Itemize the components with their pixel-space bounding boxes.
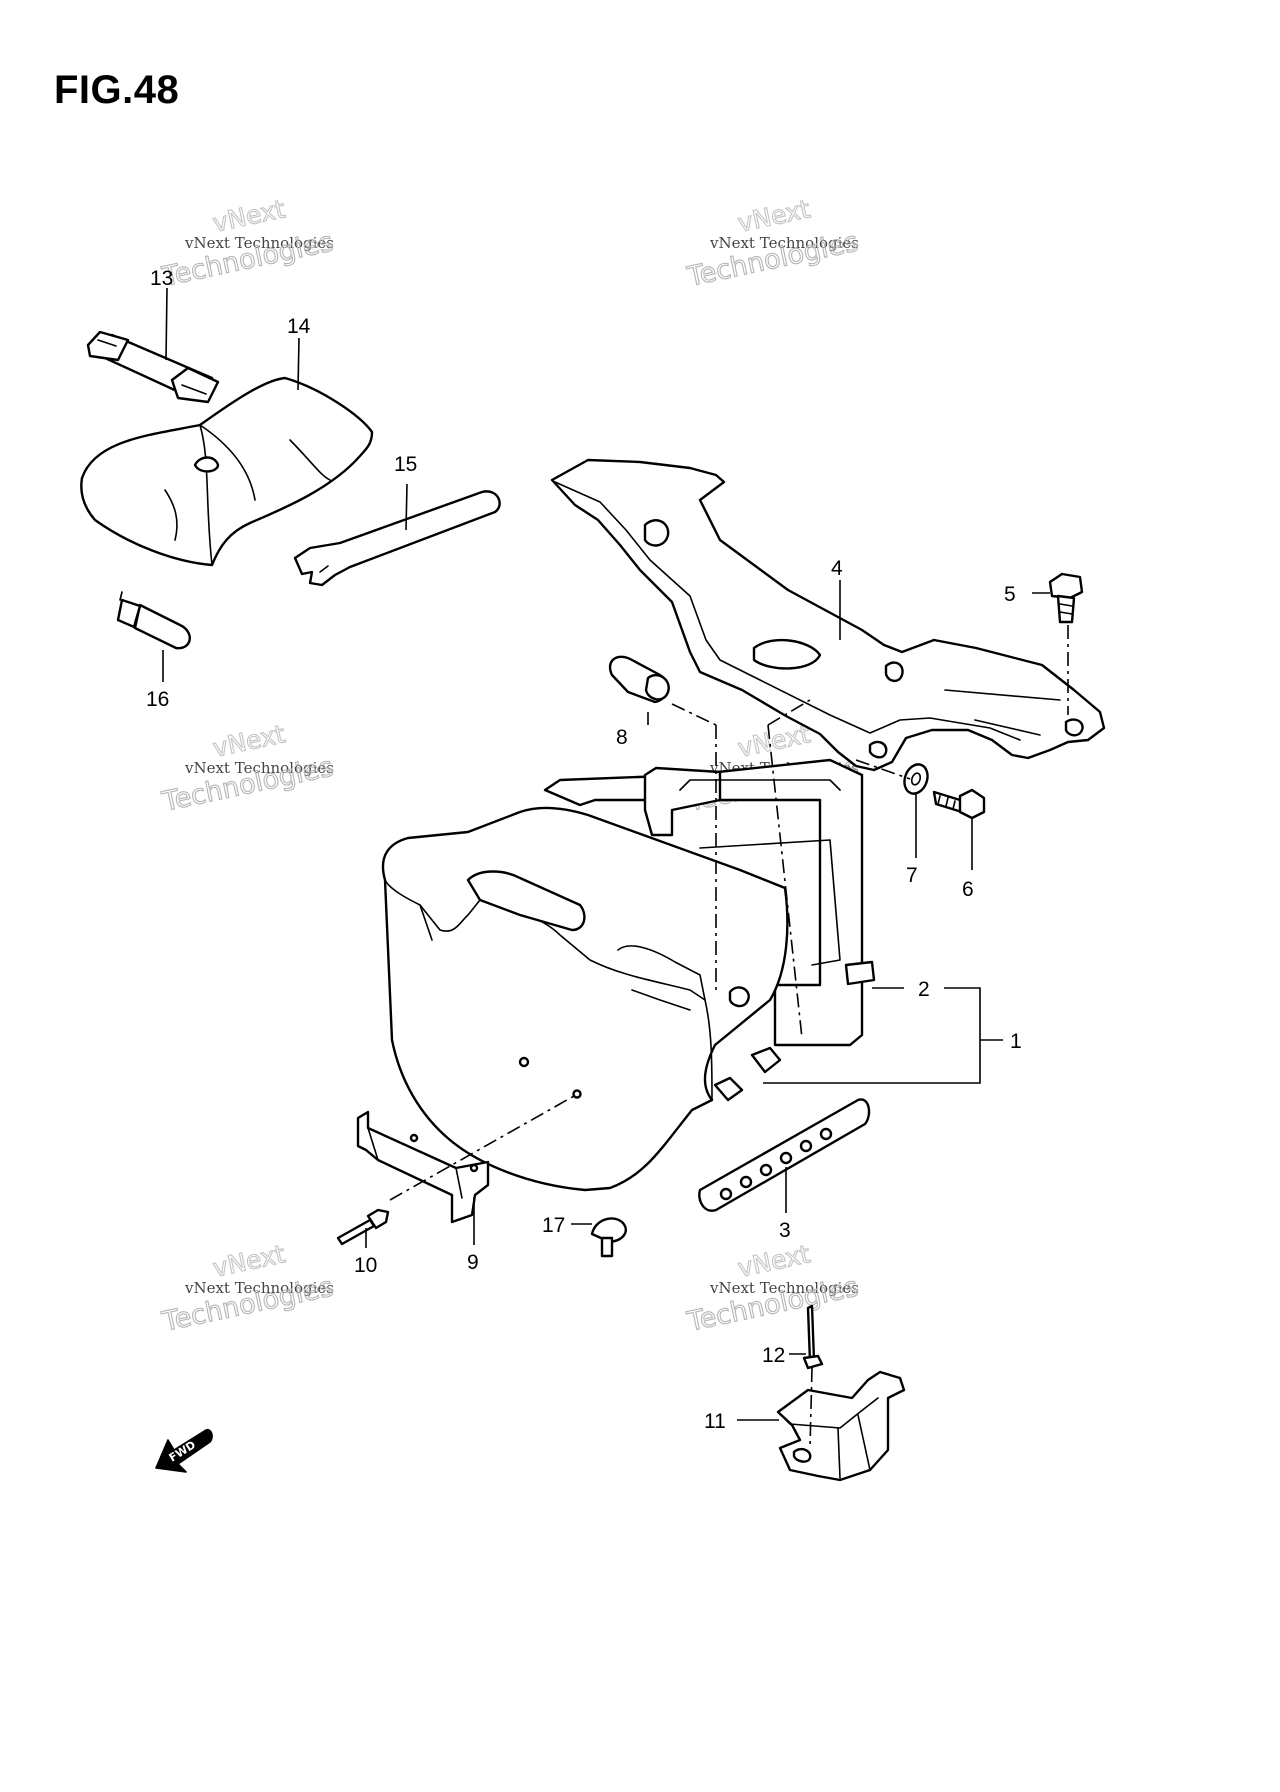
callouts: 13 14 15 16 4 5 8 7 6 2 1 3 9 10 17 12 1… — [146, 267, 1022, 1433]
watermark: vNext vNext Technologies Technologies — [158, 1239, 336, 1339]
svg-text:vNext: vNext — [210, 719, 288, 763]
callout-16: 16 — [146, 688, 169, 711]
callout-5: 5 — [1004, 583, 1016, 606]
part-8-collar — [609, 655, 670, 704]
svg-text:vNext: vNext — [210, 1239, 288, 1283]
callout-8: 8 — [616, 726, 628, 749]
callout-10: 10 — [354, 1254, 377, 1277]
part-12-rivet — [802, 1304, 824, 1370]
callout-7: 7 — [906, 864, 918, 887]
callout-4: 4 — [831, 557, 843, 580]
alignment-lines — [389, 625, 1069, 1449]
svg-text:vNext Technologies: vNext Technologies — [184, 1279, 334, 1297]
leader-lines — [162, 287, 1050, 1421]
svg-text:vNext Technologies: vNext Technologies — [709, 1279, 859, 1297]
callout-14: 14 — [287, 315, 311, 338]
part-13-strap — [86, 330, 220, 404]
callout-1: 1 — [1010, 1030, 1022, 1053]
svg-text:vNext: vNext — [735, 1239, 813, 1283]
figure-title: FIG.48 — [54, 68, 180, 112]
fwd-arrow-icon: FWD — [155, 1428, 213, 1473]
callout-17: 17 — [542, 1214, 565, 1237]
svg-text:vNext Technologies: vNext Technologies — [184, 234, 334, 252]
part-4-bracket — [550, 458, 1106, 772]
callout-12: 12 — [762, 1344, 785, 1367]
watermark: vNext vNext Technologies Technologies — [158, 194, 336, 294]
svg-text:vNext: vNext — [210, 194, 288, 238]
callout-15: 15 — [394, 453, 417, 476]
callout-11: 11 — [704, 1410, 726, 1433]
watermark: vNext vNext Technologies Technologies — [683, 1239, 861, 1339]
callout-9: 9 — [467, 1251, 479, 1274]
svg-text:vNext Technologies: vNext Technologies — [709, 234, 859, 252]
part-15-spanner — [293, 490, 501, 587]
watermark: vNext vNext Technologies Technologies — [158, 719, 336, 819]
callout-13: 13 — [150, 267, 173, 290]
svg-text:vNext: vNext — [735, 194, 813, 238]
callout-2: 2 — [918, 978, 930, 1001]
part-10-rivet — [336, 1208, 390, 1246]
part-16-grommet — [116, 591, 191, 650]
part-11-holder — [776, 1370, 906, 1482]
part-1-box — [381, 806, 789, 1192]
part-2-frame — [543, 758, 876, 1047]
part-14-tool-bag — [80, 376, 374, 567]
part-17-clip — [590, 1217, 627, 1258]
part-5-bolt — [1048, 572, 1084, 624]
part-6-bolt — [932, 788, 986, 820]
svg-text:vNext: vNext — [735, 719, 813, 763]
watermark: vNext vNext Technologies Technologies — [683, 194, 861, 294]
svg-text:vNext Technologies: vNext Technologies — [184, 759, 334, 777]
part-7-washer — [903, 763, 929, 795]
callout-6: 6 — [962, 878, 974, 901]
part-3-strip — [698, 1098, 871, 1212]
callout-3: 3 — [779, 1219, 791, 1242]
